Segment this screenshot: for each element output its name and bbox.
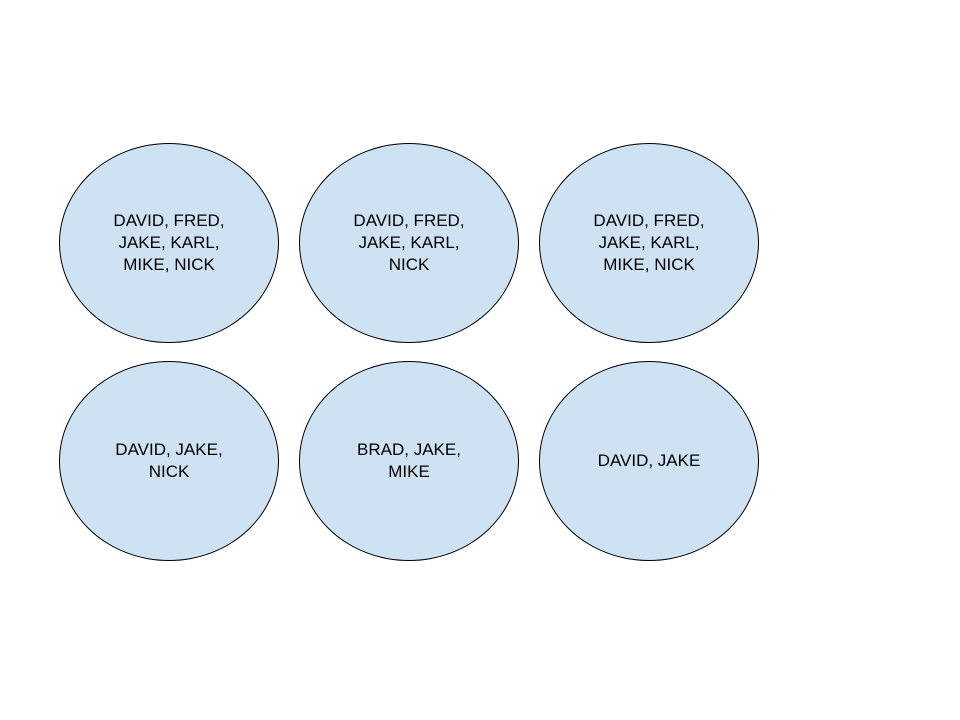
group-ellipse-4: DAVID, JAKE, NICK [59,361,279,561]
group-ellipse-1-label: DAVID, FRED, JAKE, KARL, MIKE, NICK [113,211,225,274]
group-ellipse-3: DAVID, FRED, JAKE, KARL, MIKE, NICK [539,143,759,343]
group-ellipse-5: BRAD, JAKE, MIKE [299,361,519,561]
group-ellipse-2: DAVID, FRED, JAKE, KARL, NICK [299,143,519,343]
group-ellipse-6: DAVID, JAKE [539,361,759,561]
group-ellipse-3-label: DAVID, FRED, JAKE, KARL, MIKE, NICK [593,211,705,274]
group-ellipse-1: DAVID, FRED, JAKE, KARL, MIKE, NICK [59,143,279,343]
group-ellipse-5-label: BRAD, JAKE, MIKE [357,440,461,481]
group-ellipse-6-label: DAVID, JAKE [597,451,701,470]
group-ellipse-4-label: DAVID, JAKE, NICK [115,440,223,481]
group-ellipse-2-label: DAVID, FRED, JAKE, KARL, NICK [353,211,465,274]
